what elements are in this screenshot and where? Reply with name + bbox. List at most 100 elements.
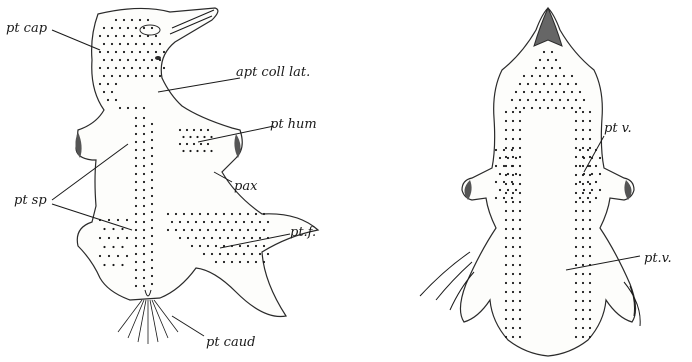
- feather-dot: [267, 221, 269, 223]
- feather-dot: [219, 253, 221, 255]
- feather-dot: [147, 51, 149, 53]
- feather-dot: [135, 245, 137, 247]
- feather-dot: [193, 143, 195, 145]
- feather-dot: [199, 213, 201, 215]
- feather-dot: [179, 143, 181, 145]
- feather-dot: [575, 282, 577, 284]
- feather-dot: [587, 197, 589, 199]
- feather-dot: [539, 91, 541, 93]
- feather-dot: [571, 91, 573, 93]
- feather-dot: [121, 264, 123, 266]
- feather-dot: [143, 253, 145, 255]
- feather-dot: [207, 229, 209, 231]
- feather-dot: [505, 228, 507, 230]
- feather-dot: [519, 309, 521, 311]
- feather-dot: [143, 125, 145, 127]
- feather-dot: [151, 219, 153, 221]
- feather-dot: [589, 138, 591, 140]
- feather-dot: [191, 229, 193, 231]
- feather-dot: [535, 99, 537, 101]
- feather-dot: [151, 163, 153, 165]
- feather-dot: [512, 291, 514, 293]
- feather-dot: [111, 91, 113, 93]
- feather-dot: [519, 83, 521, 85]
- feather-dot: [507, 157, 509, 159]
- feather-dot: [119, 75, 121, 77]
- feather-dot: [155, 35, 157, 37]
- feather-dot: [519, 165, 521, 167]
- feather-dot: [210, 150, 212, 152]
- feather-dot: [505, 165, 507, 167]
- feather-dot: [135, 133, 137, 135]
- feather-dot: [512, 111, 514, 113]
- feather-dot: [135, 149, 137, 151]
- feather-dot: [203, 253, 205, 255]
- feather-dot: [255, 213, 257, 215]
- feather-dot: [119, 27, 121, 29]
- feather-dot: [575, 300, 577, 302]
- feather-dot: [255, 261, 257, 263]
- feather-dot: [505, 219, 507, 221]
- feather-dot: [191, 245, 193, 247]
- feather-dot: [135, 221, 137, 223]
- feather-dot: [579, 181, 581, 183]
- feather-dot: [135, 197, 137, 199]
- feather-dot: [559, 67, 561, 69]
- feather-dot: [103, 246, 105, 248]
- feather-dot: [108, 255, 110, 257]
- feather-dot: [523, 107, 525, 109]
- label-pt-v-lower: pt.v.: [644, 251, 672, 266]
- feather-dot: [143, 213, 145, 215]
- feather-dot: [503, 165, 505, 167]
- feather-dot: [512, 327, 514, 329]
- feather-dot: [186, 143, 188, 145]
- feather-dot: [151, 283, 153, 285]
- feather-dot: [255, 229, 257, 231]
- feather-dot: [582, 183, 584, 185]
- feather-dot: [215, 261, 217, 263]
- leader-apt-coll-lat: [158, 78, 240, 92]
- feather-dot: [139, 51, 141, 53]
- feather-dot: [267, 253, 269, 255]
- feather-dot: [239, 229, 241, 231]
- feather-dot: [499, 173, 501, 175]
- feather-dot: [531, 91, 533, 93]
- feather-dot: [575, 255, 577, 257]
- feather-dot: [575, 147, 577, 149]
- feather-dot: [135, 125, 137, 127]
- feather-dot: [512, 129, 514, 131]
- feather-dot: [235, 237, 237, 239]
- feather-dot: [235, 221, 237, 223]
- feather-dot: [512, 156, 514, 158]
- feather-dot: [583, 189, 585, 191]
- feather-dot: [126, 237, 128, 239]
- feather-dot: [512, 192, 514, 194]
- feather-dot: [151, 131, 153, 133]
- feather-dot: [519, 336, 521, 338]
- feather-dot: [171, 221, 173, 223]
- feather-dot: [512, 336, 514, 338]
- feather-dot: [127, 107, 129, 109]
- feather-dot: [223, 213, 225, 215]
- feather-dot: [135, 43, 137, 45]
- feather-dot: [589, 228, 591, 230]
- feather-dot: [547, 107, 549, 109]
- feather-dot: [575, 327, 577, 329]
- feather-dot: [512, 138, 514, 140]
- feather-dot: [551, 83, 553, 85]
- feather-dot: [203, 136, 205, 138]
- feather-dot: [135, 59, 137, 61]
- feather-dot: [589, 255, 591, 257]
- feather-dot: [196, 136, 198, 138]
- feather-dot: [575, 183, 577, 185]
- feather-dot: [589, 156, 591, 158]
- feather-dot: [589, 111, 591, 113]
- feather-dot: [151, 147, 153, 149]
- dorsal-body-outline: [76, 8, 318, 317]
- feather-dot: [151, 275, 153, 277]
- feather-dot: [103, 43, 105, 45]
- feather-dot: [543, 99, 545, 101]
- feather-dot: [143, 189, 145, 191]
- feather-dot: [512, 219, 514, 221]
